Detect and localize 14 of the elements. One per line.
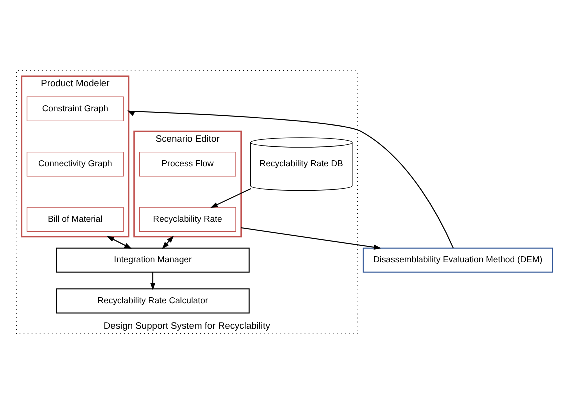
node-box: Constraint Graph (26, 96, 124, 122)
arrow (106, 236, 132, 248)
node-box: Recyclability Rate (139, 206, 236, 232)
arrow (128, 110, 454, 248)
arrow (210, 188, 252, 208)
node-box: Connectivity Graph (26, 151, 124, 176)
node-box: Process Flow (139, 151, 236, 176)
node-box: Bill of Material (26, 206, 124, 232)
arrow (162, 235, 174, 249)
arrow (150, 272, 156, 290)
node-box: Recyclability Rate Calculator (56, 288, 250, 314)
arrow (241, 227, 382, 250)
node-box: Disassemblability Evaluation Method (DEM) (362, 247, 554, 272)
node-box: Integration Manager (56, 247, 250, 272)
